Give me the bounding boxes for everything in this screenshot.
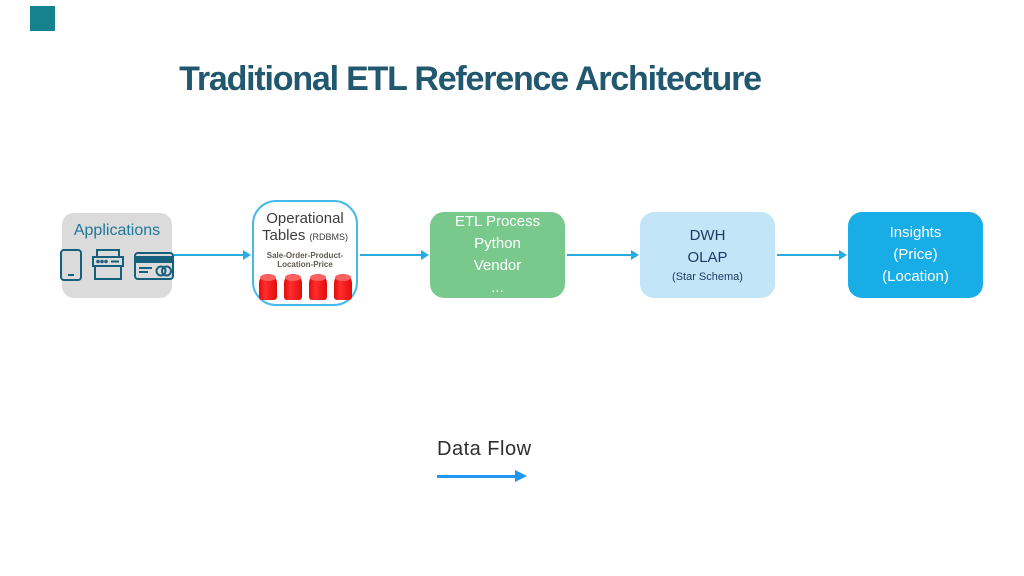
slide-title: Traditional ETL Reference Architecture [179, 60, 762, 98]
database-cylinders [254, 274, 356, 300]
database-cylinder-icon [258, 274, 277, 300]
insights-line2: (Price) [893, 246, 938, 263]
database-cylinder-icon [308, 274, 327, 300]
applications-label: Applications [73, 222, 161, 239]
dwh-line1: DWH [689, 227, 726, 244]
etl-process-box: ETL Process Python Vendor ... [430, 212, 565, 298]
etl-line3: Vendor [473, 257, 522, 274]
database-cylinder-icon [333, 274, 352, 300]
database-cylinder-icon [283, 274, 302, 300]
applications-box: Applications [59, 213, 175, 298]
operational-line1: Operational [266, 210, 344, 227]
cash-register-icon [88, 248, 128, 287]
flow-arrow-1 [174, 250, 251, 260]
insights-line1: Insights [889, 224, 942, 241]
flow-arrow-2 [360, 250, 429, 260]
flow-arrow-3 [567, 250, 639, 260]
application-icons [59, 248, 175, 287]
operational-line2: Tables (RDBMS) [261, 227, 349, 244]
etl-line4: ... [491, 279, 504, 296]
tablet-icon [59, 248, 83, 287]
insights-box: Insights (Price) (Location) [848, 212, 983, 298]
operational-tables-box: Operational Tables (RDBMS) Sale-Order-Pr… [252, 200, 358, 306]
table-fields-line2: Location-Price [277, 260, 333, 269]
table-fields-line1: Sale-Order-Product- [266, 251, 344, 260]
etl-line1: ETL Process [454, 213, 541, 230]
etl-line2: Python [474, 235, 521, 252]
star-schema-label: (Star Schema) [672, 271, 743, 283]
slide-accent-square [30, 6, 55, 31]
insights-line3: (Location) [882, 268, 949, 285]
credit-card-icon [133, 250, 175, 287]
data-flow-arrow-icon [437, 470, 527, 482]
dwh-line2: OLAP [687, 249, 728, 266]
data-flow-label: Data Flow [437, 438, 532, 460]
dwh-olap-box: DWH OLAP (Star Schema) [640, 212, 775, 298]
rdbms-label: (RDBMS) [309, 232, 349, 242]
flow-arrow-4 [777, 250, 847, 260]
